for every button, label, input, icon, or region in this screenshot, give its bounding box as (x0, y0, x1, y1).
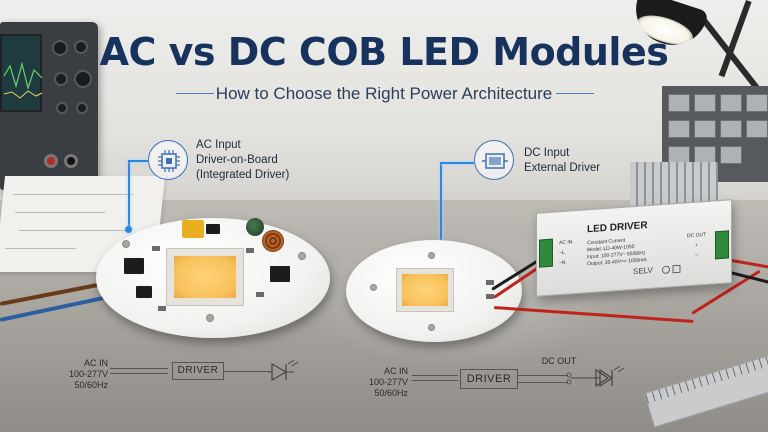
smd-resistor (152, 246, 160, 251)
dc-leader-line (440, 162, 442, 242)
driver-ic (270, 266, 290, 282)
waveform-icon (3, 61, 43, 99)
driver-dc-minus: − (695, 252, 698, 259)
led-driver-box: AC IN ~L ~N DC OUT + − LED DRIVER Consta… (536, 199, 732, 297)
dc-schematic-voltage: 100-277V (368, 377, 408, 387)
ac-leader-dot (125, 226, 132, 233)
ac-schematic-wire (224, 371, 270, 372)
subtitle-row: How to Choose the Right Power Architectu… (0, 84, 768, 104)
dc-driver-block: DRIVER (460, 369, 518, 389)
inductor-coil (262, 230, 284, 252)
scope-knob (76, 102, 88, 114)
smd-resistor (158, 306, 166, 311)
ac-callout-line2: Driver-on-Board (196, 154, 278, 166)
ac-callout-line1: AC Input (196, 139, 241, 151)
dc-output-terminal (715, 230, 729, 260)
scope-knob (74, 70, 92, 88)
parts-bin (746, 120, 768, 138)
scope-knob (56, 102, 68, 114)
paper-line (19, 230, 130, 231)
ac-schematic-wire (110, 368, 168, 369)
solder-pad (486, 294, 494, 299)
driver-ac-in-label: AC IN (559, 239, 573, 247)
dc-schematic-label: AC IN 100-277V 50/60Hz (350, 366, 408, 399)
dc-schematic-input: AC IN (383, 366, 408, 376)
electrolytic-capacitor (246, 218, 264, 236)
heatsink (630, 162, 718, 206)
led-emitter (174, 256, 236, 298)
y-capacitor (182, 220, 204, 238)
mount-hole (206, 314, 214, 322)
dc-schematic-frequency: 50/60Hz (374, 388, 408, 398)
driver-title: LED DRIVER (587, 220, 648, 236)
dc-leader-line-h (440, 162, 474, 164)
scope-knob (54, 72, 68, 86)
mount-hole (370, 284, 377, 291)
dc-callout-line2: External Driver (524, 162, 601, 174)
ac-callout-line3: (Integrated Driver) (196, 169, 290, 181)
scope-knob (74, 40, 88, 54)
parts-bin (694, 120, 716, 138)
page-title: AC vs DC COB LED Modules (99, 30, 669, 74)
ac-leader-line (128, 160, 130, 228)
paper-line (13, 194, 134, 195)
solder-pad (486, 280, 494, 285)
parts-bin (694, 94, 716, 112)
oscilloscope (0, 22, 98, 190)
dc-schematic-wire (412, 380, 458, 381)
parts-bin (720, 120, 742, 138)
led-diode-icon (566, 368, 610, 388)
dc-cob-led-board (346, 240, 522, 342)
subtitle-rule-right (556, 93, 594, 94)
ac-cob-led-board (96, 218, 330, 338)
led-diode-icon (599, 366, 625, 388)
driver-ac-n: ~N (559, 259, 566, 267)
parts-bin (668, 120, 690, 138)
ac-schematic-label: AC IN 100-277V 50/60Hz (46, 358, 108, 391)
ac-schematic-input: AC IN (83, 358, 108, 368)
driver-box-icon (474, 140, 514, 180)
dc-schematic-wire (412, 375, 458, 376)
mount-hole (428, 252, 435, 259)
scope-knob (52, 40, 68, 56)
smd-ic (136, 286, 152, 298)
scope-jack-red (44, 154, 58, 168)
mount-hole (428, 324, 435, 331)
oscilloscope-screen (0, 34, 43, 112)
paper-line (5, 248, 76, 249)
dc-callout-text: DC Input External Driver (524, 146, 600, 176)
ac-schematic-voltage: 100-277V (68, 369, 108, 379)
paper-line (15, 212, 106, 213)
page-subtitle: How to Choose the Right Power Architectu… (215, 84, 553, 103)
parts-bin (720, 94, 742, 112)
dc-schematic-wire (518, 382, 568, 383)
driver-marks: SELV (633, 265, 653, 277)
driver-dc-plus: + (695, 242, 698, 249)
dc-schematic-wire (518, 375, 568, 376)
ac-callout-text: AC Input Driver-on-Board (Integrated Dri… (196, 138, 289, 183)
smd-resistor (246, 248, 254, 253)
chip-icon (148, 140, 188, 180)
parts-bin (668, 94, 690, 112)
ac-schematic-wire (110, 373, 168, 374)
driver-ic (124, 258, 144, 274)
ac-leader-line-h (128, 160, 148, 162)
driver-ac-l: ~L (559, 249, 565, 257)
driver-dc-out-label: DC OUT (687, 231, 707, 240)
ac-input-terminal (539, 238, 553, 268)
led-diode-icon (268, 360, 299, 382)
mount-hole (298, 252, 306, 260)
ac-driver-block: DRIVER (172, 362, 224, 380)
dc-schematic-output: DC OUT (541, 356, 577, 366)
led-emitter (402, 274, 448, 306)
certification-icons (662, 264, 681, 274)
parts-bin (720, 146, 742, 164)
smd-resistor (256, 292, 264, 297)
subtitle-rule-left (176, 93, 214, 94)
dc-callout-line1: DC Input (524, 147, 570, 159)
mount-hole (122, 240, 130, 248)
smd-ic (206, 224, 220, 234)
ac-schematic-frequency: 50/60Hz (74, 380, 108, 390)
scope-jack-black (64, 154, 78, 168)
